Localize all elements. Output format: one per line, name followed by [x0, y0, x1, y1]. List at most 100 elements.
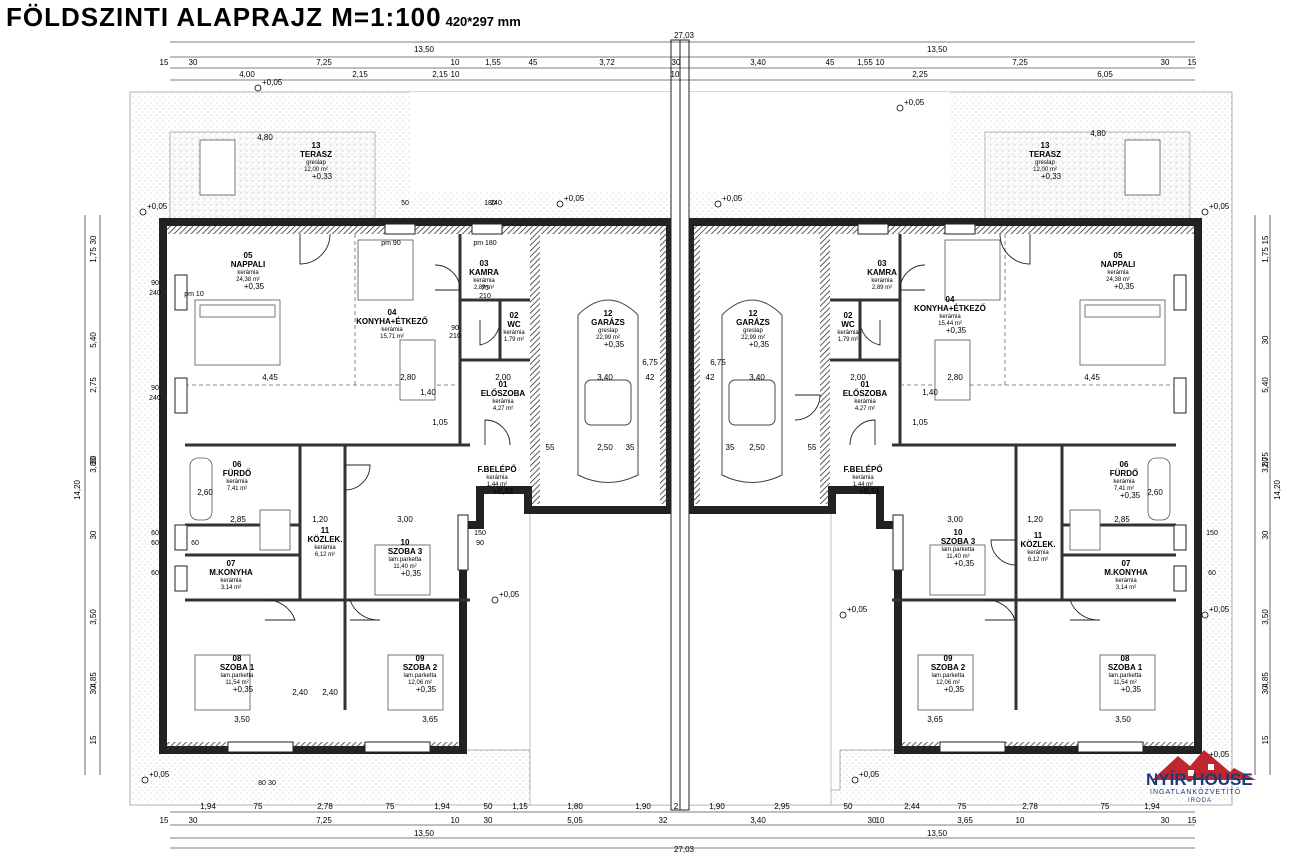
dimension-label: 2,95 [774, 802, 790, 811]
dimension-label: 2,60 [1147, 488, 1163, 497]
window-label: 240 [149, 395, 161, 402]
room-area: 12,06 m² [936, 680, 960, 686]
room-area: 24,38 m² [236, 277, 260, 283]
car-left [577, 299, 639, 483]
dimension-label: 75 [386, 802, 395, 811]
room-number: 07 [227, 559, 236, 568]
level-markers: +0,05+0,05+0,05+0,05+0,05+0,05+0,05+0,05… [139, 78, 1230, 784]
dimension-label: 4,45 [262, 373, 278, 382]
dimension-label: 2,15 [352, 70, 368, 79]
door-window-label: 90 [451, 325, 459, 332]
dimension-label: 15 [160, 58, 169, 67]
room-name: NAPPALI [231, 260, 266, 269]
dimension-label: 2,50 [749, 443, 765, 452]
room-name: SZOBA 1 [220, 663, 255, 672]
room-number: 09 [416, 654, 425, 663]
room-name: SZOBA 1 [1108, 663, 1143, 672]
dimension-label: 3,50 [89, 609, 98, 625]
door-window-label: 210 [449, 333, 461, 340]
room-floor: kerámia [1107, 270, 1129, 276]
level-label: +0,05 [147, 202, 168, 211]
room-floor: lam.parketta [388, 557, 422, 563]
dimension-label: 30 [1161, 816, 1170, 825]
walls [159, 39, 1202, 811]
dimension-label: 30 [1261, 335, 1270, 344]
room-floor: kerámia [220, 578, 242, 584]
dimension-label: 2,75 [89, 377, 98, 393]
window-label: 80 [258, 780, 266, 787]
room-name: SZOBA 3 [941, 537, 976, 546]
dimension-label: 55 [808, 443, 817, 452]
room-number: 12 [749, 309, 758, 318]
room-area: 11,54 m² [225, 680, 248, 686]
room-floor: kerámia [381, 327, 403, 333]
dimension-label: 42 [706, 373, 715, 382]
room-level: +0,35 [944, 685, 965, 694]
room-area: 2,89 m² [872, 285, 892, 291]
room-floor: kerámia [1115, 578, 1137, 584]
window-label: 150 [1206, 530, 1218, 537]
door-window-label: 210 [479, 293, 491, 300]
room-name: WC [507, 320, 521, 329]
level-label: +0,05 [1209, 605, 1230, 614]
room-number: 02 [844, 311, 853, 320]
room-level: +0,35 [1114, 282, 1135, 291]
dimension-label: 6,75 [642, 358, 658, 367]
level-label: +0,05 [564, 194, 585, 203]
room-floor: kerámia [503, 330, 525, 336]
dimension-label: 30 [1261, 530, 1270, 539]
dimension-lines [84, 41, 1271, 849]
level-marker-icon [839, 611, 847, 619]
room-number: 13 [312, 141, 321, 150]
room-area: 2,89 m² [474, 285, 494, 291]
dimension-label: 2,75 [1261, 452, 1270, 468]
room-number: 05 [244, 251, 253, 260]
dimension-label: 30 [89, 455, 98, 464]
window-label: 30 [268, 780, 276, 787]
room-area: 22,99 m² [741, 335, 765, 341]
dimension-label: 3,65 [422, 715, 438, 724]
dimension-label: 2,85 [230, 515, 246, 524]
dimension-label: 10 [451, 816, 460, 825]
dimension-label: 10 [451, 58, 460, 67]
dimension-label: 5,05 [567, 816, 583, 825]
level-marker-icon [1201, 611, 1209, 619]
room-number: 05 [1114, 251, 1123, 260]
level-marker-icon [139, 208, 147, 216]
dimension-label: 1,20 [312, 515, 328, 524]
dimension-label: 4,85 [1261, 672, 1270, 688]
room-number: 08 [1121, 654, 1130, 663]
room-area: 6,12 m² [315, 552, 335, 558]
dimension-label: 42 [646, 373, 655, 382]
dimension-label: 15 [1188, 58, 1197, 67]
room-area: 11,40 m² [393, 564, 416, 570]
room-area: 7,41 m² [227, 486, 247, 492]
logo-name: NYÍR-HOUSE [1146, 770, 1253, 789]
dimension-label: 1,80 [567, 802, 583, 811]
room-number: 09 [944, 654, 953, 663]
room-floor: kerámia [486, 475, 508, 481]
room-area: 1,79 m² [504, 337, 524, 343]
dimension-label: 7,25 [1012, 58, 1028, 67]
dimension-label: 10 [1016, 816, 1025, 825]
room-area: 7,41 m² [1114, 486, 1134, 492]
room-level: +0,35 [401, 569, 422, 578]
room-number: 03 [878, 259, 887, 268]
dimension-label: 7,25 [316, 58, 332, 67]
dimension-label: 3,72 [599, 58, 615, 67]
room-number: 03 [480, 259, 489, 268]
level-label: +0,05 [847, 605, 868, 614]
dimension-label: 50 [844, 802, 853, 811]
level-label: +0,05 [1209, 750, 1230, 759]
room-level: +0,35 [1120, 491, 1141, 500]
room-number: 08 [233, 654, 242, 663]
